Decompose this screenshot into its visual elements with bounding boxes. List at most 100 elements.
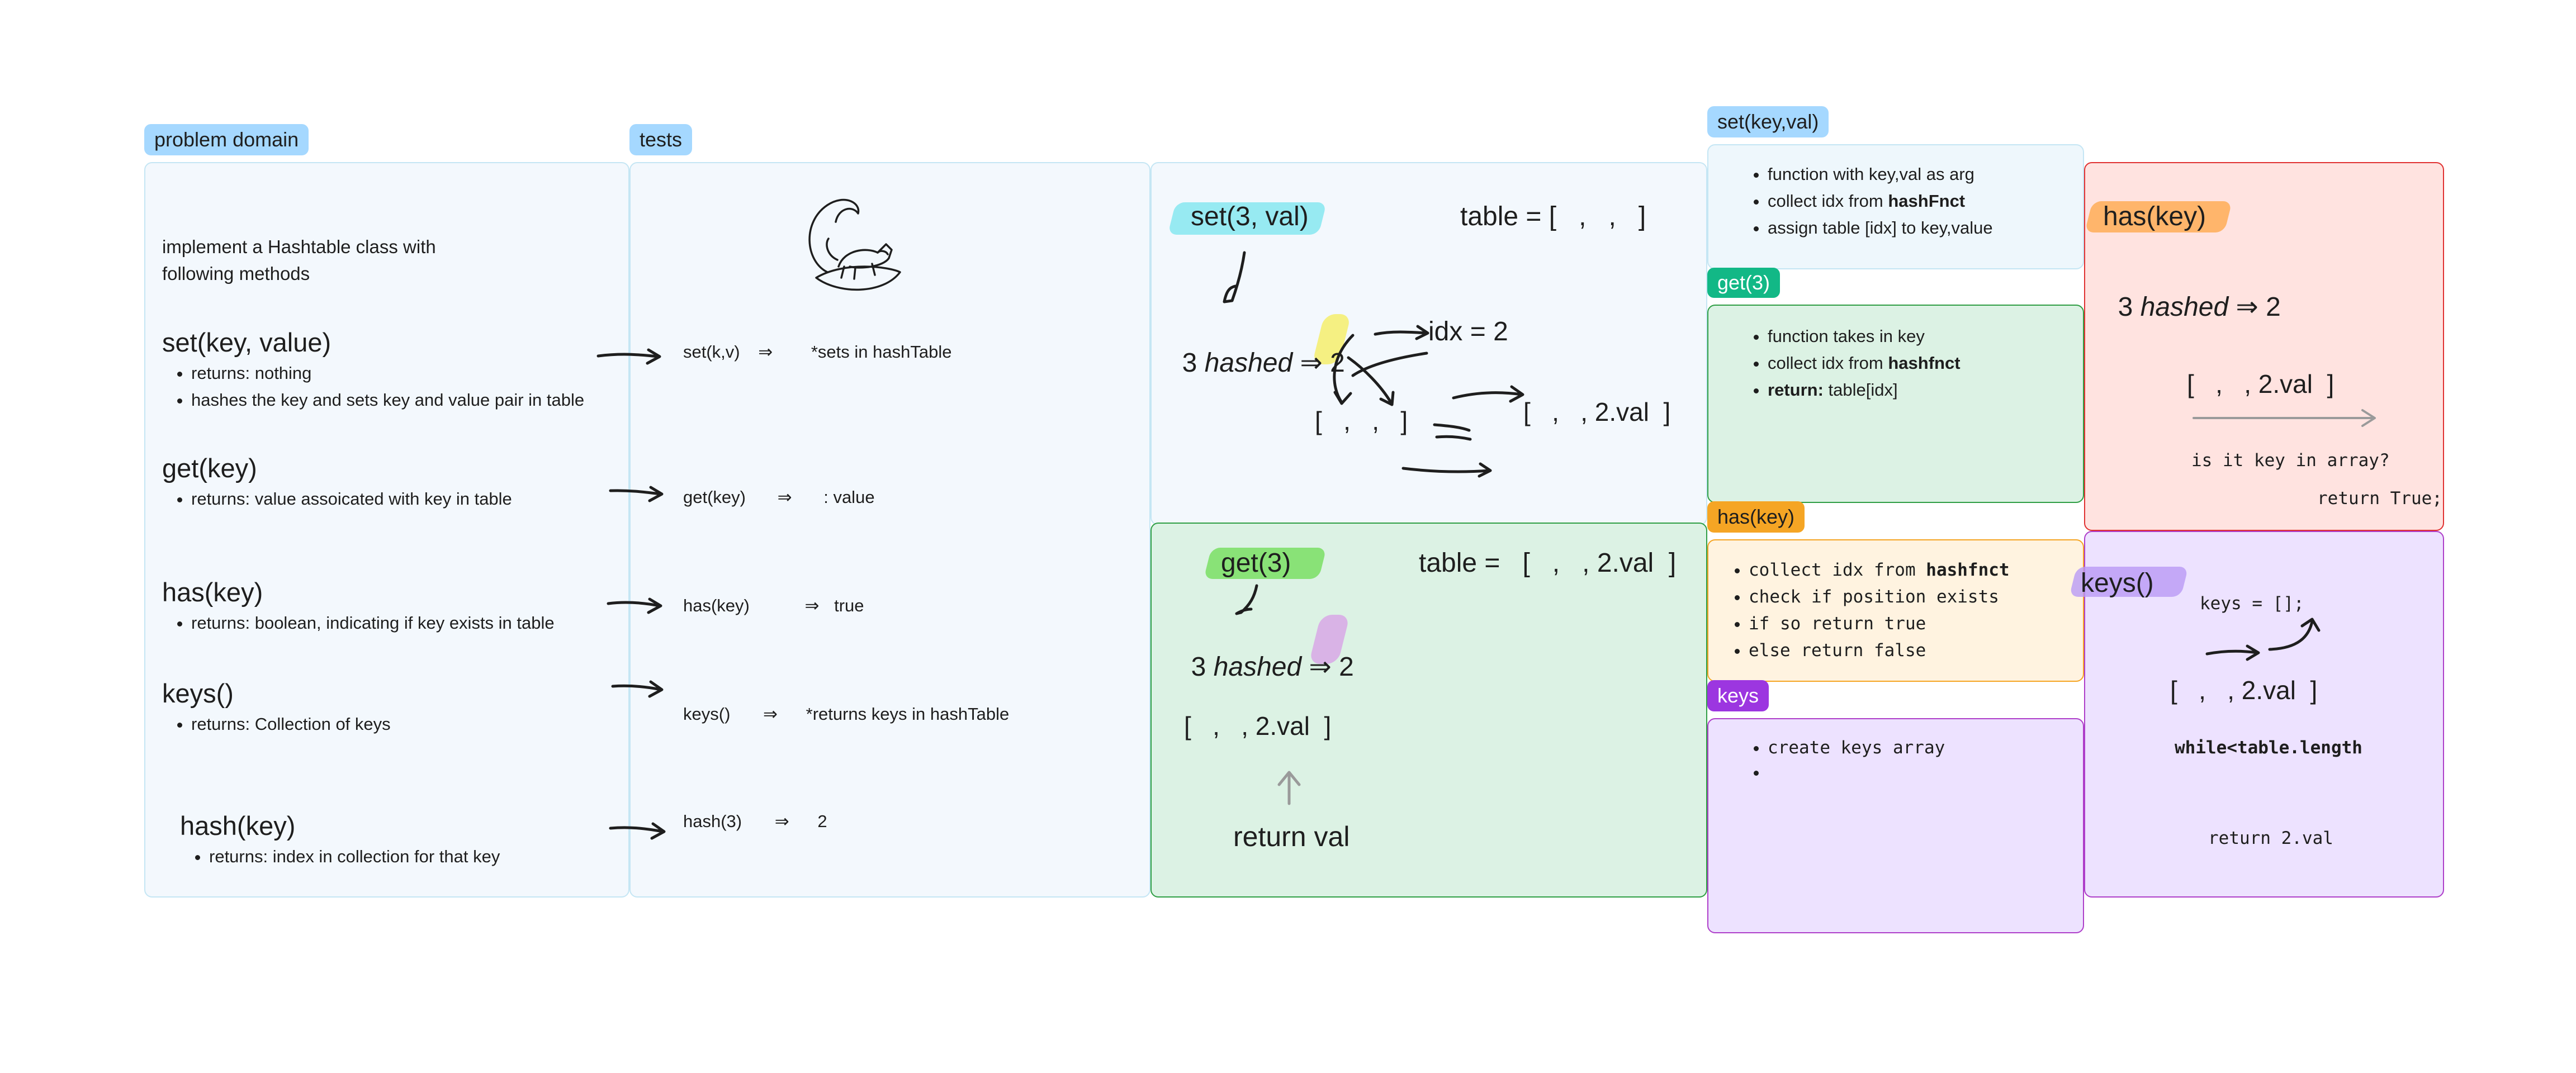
- test-arrow: ⇒: [777, 487, 792, 507]
- set-note: collect idx from hashFnct: [1768, 188, 2103, 215]
- get-notes-frame: [1707, 305, 2084, 503]
- has-return: return True;: [2317, 488, 2442, 509]
- arrow-icon: [607, 597, 662, 614]
- set-notes-list: function with key,val as arg collect idx…: [1739, 161, 2103, 241]
- keys-array: [ , , 2.val ]: [2170, 676, 2318, 705]
- up-arrow-icon: [1277, 771, 1301, 805]
- test-arrow: ⇒: [758, 342, 773, 362]
- method-name: get(key): [162, 453, 257, 483]
- get-return: return val: [1233, 821, 1350, 852]
- arrow-icon: [1452, 385, 1524, 403]
- problem-intro-line-1: implement a Hashtable class with: [162, 236, 436, 257]
- test-call: keys(): [683, 704, 731, 724]
- method-name: keys(): [162, 678, 234, 708]
- test-call: hash(3): [683, 811, 742, 831]
- method-get: get(key) returns: value assoicated with …: [162, 453, 512, 512]
- method-bullet: hashes the key and sets key and value pa…: [191, 387, 584, 414]
- has-note: if so return true: [1749, 610, 2106, 637]
- get-note: return: table[idx]: [1768, 377, 2103, 403]
- method-bullet: returns: nothing: [191, 360, 584, 387]
- test-row-hash: hash(3) ⇒ 2: [683, 811, 827, 832]
- test-result: : value: [823, 487, 875, 507]
- set-notes-frame: [1707, 144, 2084, 269]
- set-hashed-line: 3 hashed ⇒ 2: [1167, 316, 1345, 378]
- get-array: [ , , 2.val ]: [1184, 711, 1332, 740]
- test-row-has: has(key) ⇒ true: [683, 596, 864, 616]
- keys-return: return 2.val: [2208, 828, 2333, 848]
- scribble: [1433, 423, 1472, 441]
- get-hashed-word: hashed: [1213, 652, 1302, 682]
- arrow-icon: [2268, 618, 2321, 651]
- test-result: *returns keys in hashTable: [806, 704, 1010, 724]
- method-set: set(key, value) returns: nothing hashes …: [162, 327, 584, 414]
- has-hashed-suffix: ⇒ 2: [2228, 292, 2281, 322]
- method-bullet: returns: Collection of keys: [191, 711, 391, 738]
- set-hashed-word: hashed: [1204, 348, 1293, 378]
- test-row-set: set(k,v) ⇒ *sets in hashTable: [683, 342, 951, 362]
- method-hash: hash(key) returns: index in collection f…: [180, 810, 500, 870]
- has-hashed-line: 3 hashed ⇒ 2: [2103, 260, 2281, 322]
- method-has: has(key) returns: boolean, indicating if…: [162, 577, 555, 637]
- has-hashed-prefix: 3: [2118, 292, 2141, 322]
- keys-note: create keys array: [1768, 735, 2103, 760]
- arrow-icon: [1333, 334, 1355, 405]
- arrow-icon: [609, 822, 666, 840]
- get-sketch-frame: [1150, 523, 1707, 898]
- keys-notes-frame: [1707, 718, 2084, 933]
- problem-intro: implement a Hashtable class with followi…: [162, 234, 436, 287]
- method-name: has(key): [162, 577, 263, 607]
- test-row-keys: keys() ⇒ *returns keys in hashTable: [683, 704, 1009, 724]
- has-array: [ , , 2.val ]: [2187, 369, 2334, 398]
- arrow-icon: [1351, 352, 1428, 377]
- set-hashed-prefix: 3: [1182, 348, 1205, 378]
- get-sketch-title: get(3): [1221, 548, 1291, 578]
- get-notes-list: function takes in key collect idx from h…: [1739, 323, 2103, 403]
- get-note: function takes in key: [1768, 323, 2103, 350]
- arrow-icon: [2193, 409, 2376, 427]
- has-hashed-word: hashed: [2140, 292, 2229, 322]
- arrow-icon: [1347, 356, 1395, 406]
- test-result: 2: [817, 811, 827, 831]
- arrow-icon: [1235, 584, 1258, 615]
- get-hashed-line: 3 hashed ⇒ 2: [1176, 620, 1354, 682]
- problem-intro-line-2: following methods: [162, 263, 310, 284]
- test-call: set(k,v): [683, 342, 740, 362]
- has-key-label[interactable]: has(key): [1707, 501, 1805, 533]
- get-hashed-value: 2: [1339, 652, 1354, 682]
- method-keys: keys() returns: Collection of keys: [162, 678, 391, 738]
- tests-frame: [629, 162, 1150, 898]
- has-notes-frame: [1707, 539, 2084, 682]
- get3-label[interactable]: get(3): [1707, 268, 1781, 298]
- get-sketch-table: table = [ , , 2.val ]: [1419, 548, 1677, 578]
- set-idx: idx = 2: [1428, 317, 1508, 346]
- tests-label[interactable]: tests: [629, 124, 693, 155]
- keys-init: keys = [];: [2200, 594, 2304, 614]
- arrow-icon: [1374, 325, 1429, 340]
- problem-domain-label[interactable]: problem domain: [144, 124, 309, 155]
- set-sketch-title: set(3, val): [1191, 202, 1309, 231]
- set-array-filled: [ , , 2.val ]: [1523, 397, 1671, 426]
- test-arrow: ⇒: [774, 811, 789, 831]
- keys-notes-list: create keys array: [1739, 735, 2103, 785]
- set-note: assign table [idx] to key,value: [1768, 215, 2103, 241]
- has-sketch-title: has(key): [2103, 202, 2206, 231]
- arrow-icon: [596, 348, 661, 365]
- keys-label[interactable]: keys: [1707, 680, 1769, 711]
- test-result: *sets in hashTable: [811, 342, 952, 362]
- has-note: collect idx from hashfnct: [1749, 557, 2106, 583]
- arrow-icon: [2205, 644, 2260, 661]
- set-key-val-label[interactable]: set(key,val): [1707, 106, 1829, 137]
- arrow-icon: [1223, 251, 1246, 303]
- set-note: function with key,val as arg: [1768, 161, 2103, 188]
- method-bullet: returns: boolean, indicating if key exis…: [191, 610, 555, 637]
- get-hashed-suffix: ⇒: [1301, 652, 1339, 682]
- keys-sketch-title: keys(): [2081, 568, 2154, 598]
- has-notes-list: collect idx from hashfnct check if posit…: [1720, 557, 2106, 664]
- arrow-icon: [1401, 462, 1492, 478]
- test-result: true: [834, 596, 864, 615]
- has-question: is it key in array?: [2191, 450, 2390, 471]
- get-hashed-prefix: 3: [1191, 652, 1214, 682]
- set-sketch-table: table = [ , , ]: [1460, 202, 1646, 231]
- keys-loop: while<table.length: [2175, 738, 2362, 758]
- set-array-empty: [ , , ]: [1315, 406, 1408, 435]
